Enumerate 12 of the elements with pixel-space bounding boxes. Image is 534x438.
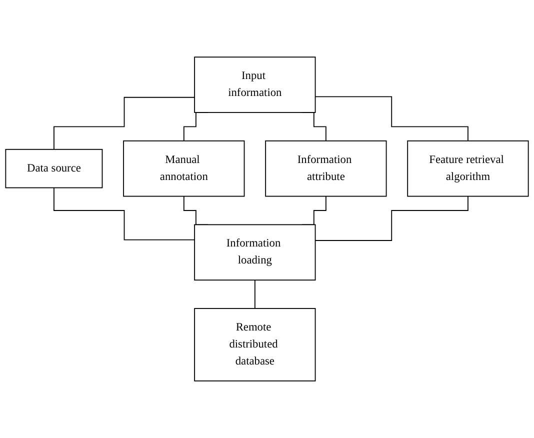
- node-box: Input information: [194, 56, 316, 113]
- node-box: Feature retrieval algorithm: [407, 140, 529, 197]
- node-box: Remote distributed database: [194, 308, 316, 382]
- connector: [54, 96, 196, 150]
- node-box: Information attribute: [265, 140, 387, 197]
- node-box: Manual annotation: [123, 140, 245, 197]
- node-box: Information loading: [194, 224, 316, 281]
- connector: [54, 187, 196, 240]
- node-box: Data source: [5, 148, 103, 188]
- connector: [254, 280, 256, 309]
- connector: [314, 196, 468, 241]
- connector: [314, 96, 468, 142]
